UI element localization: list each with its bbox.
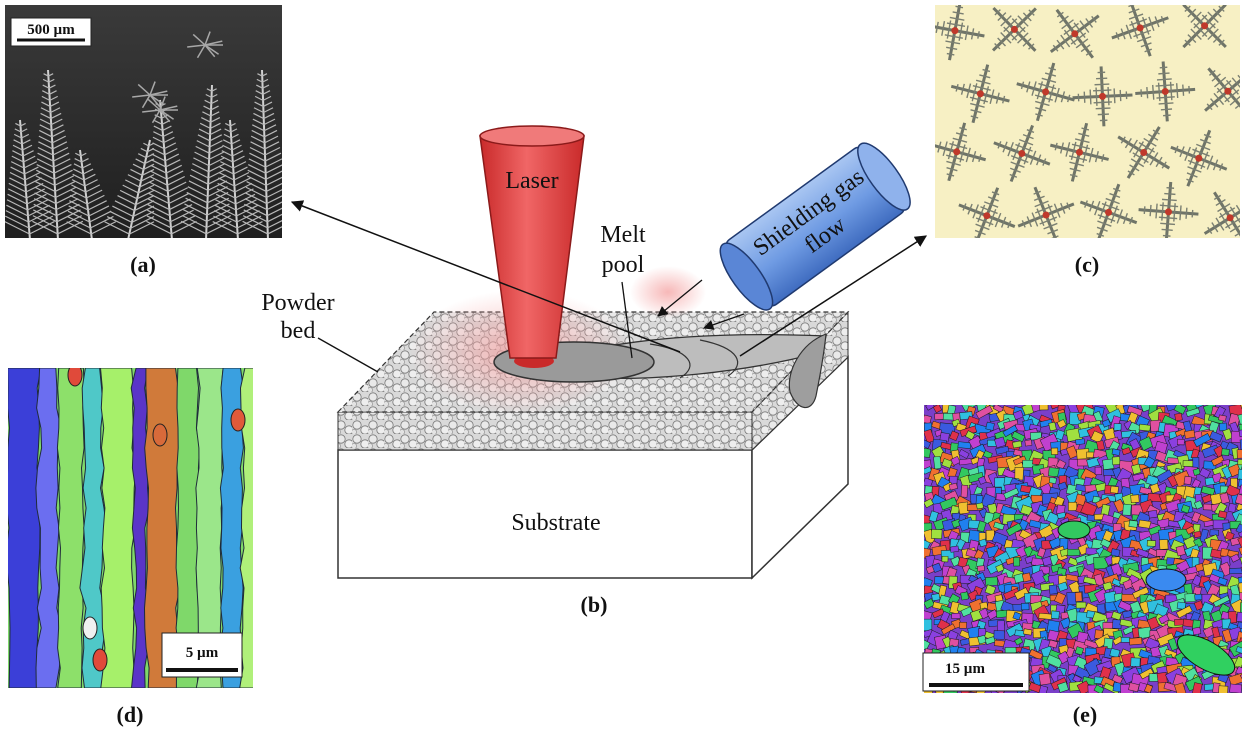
- panel-a: 500 µm (a): [5, 5, 282, 277]
- track-end-cap: [788, 333, 827, 409]
- panel-d-scale-text: 5 µm: [186, 645, 219, 661]
- arrow-to-c: [739, 235, 928, 357]
- powder-pointer: [317, 337, 379, 373]
- panel-d: 5 µm (d): [8, 368, 253, 727]
- laser-beam-top: [479, 125, 585, 147]
- panel-d-grains: [8, 368, 253, 688]
- panel-e-grains: [924, 405, 1242, 693]
- panel-e-scale-text: 15 µm: [945, 661, 985, 677]
- nozzle-outlet: [719, 242, 774, 311]
- panel-b: Substrate Laser Shielding gas flow Melt: [261, 125, 928, 617]
- nozzle-back: [857, 142, 911, 211]
- panel-b-caption: (b): [581, 592, 608, 617]
- powder-label-1: Powder: [261, 290, 334, 316]
- substrate-label: Substrate: [511, 510, 600, 536]
- gas-flow-arrow: [657, 279, 703, 317]
- panel-a-caption: (a): [130, 252, 156, 277]
- panel-e: 15 µm (e): [922, 405, 1242, 727]
- melt-label-1: Melt: [600, 222, 646, 248]
- panel-c-caption: (c): [1075, 252, 1099, 277]
- panel-e-caption: (e): [1073, 702, 1097, 727]
- powder-label-2: bed: [281, 318, 316, 344]
- shielding-gas-nozzle: Shielding gas flow: [719, 142, 911, 311]
- heat-glow-gas: [630, 266, 706, 318]
- panel-a-scale-text: 500 µm: [27, 22, 75, 38]
- panel-d-caption: (d): [117, 702, 144, 727]
- laser-label: Laser: [505, 168, 558, 194]
- melt-track-line-1: [649, 343, 691, 379]
- panel-c-dendrites: [935, 5, 1240, 238]
- melt-label-2: pool: [602, 252, 645, 278]
- gas-flow-arrow-2: [703, 313, 745, 330]
- panel-c: (c): [935, 5, 1240, 277]
- powder-bed-front: [337, 411, 753, 451]
- panel-a-dendrites: [5, 31, 282, 238]
- arrow-to-a: [290, 200, 681, 353]
- melt-track-line-2: [699, 339, 739, 377]
- melt-pointer: [621, 281, 633, 359]
